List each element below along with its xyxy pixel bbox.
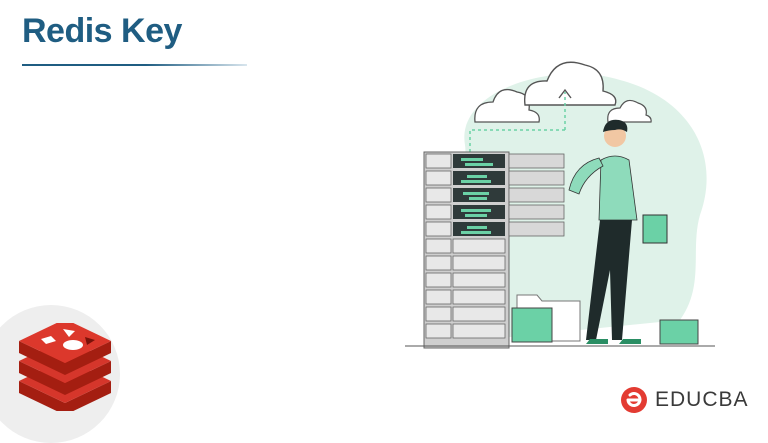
folder-icon: [511, 294, 581, 343]
cloud-upload-icon: [523, 61, 617, 106]
page-title: Redis Key: [22, 12, 182, 50]
server-illustration: [405, 61, 715, 349]
person-figure: [568, 119, 668, 344]
educba-logo-icon: [621, 387, 647, 413]
redis-logo-icon: [19, 323, 111, 411]
cloud-icon: [607, 99, 652, 123]
server-rack: [423, 151, 565, 349]
brand-logo[interactable]: EDUCBA: [619, 383, 749, 417]
title-underline: [22, 64, 247, 66]
cloud-icon: [474, 88, 540, 123]
brand-name: EDUCBA: [655, 388, 749, 411]
folder-icon: [659, 319, 699, 345]
